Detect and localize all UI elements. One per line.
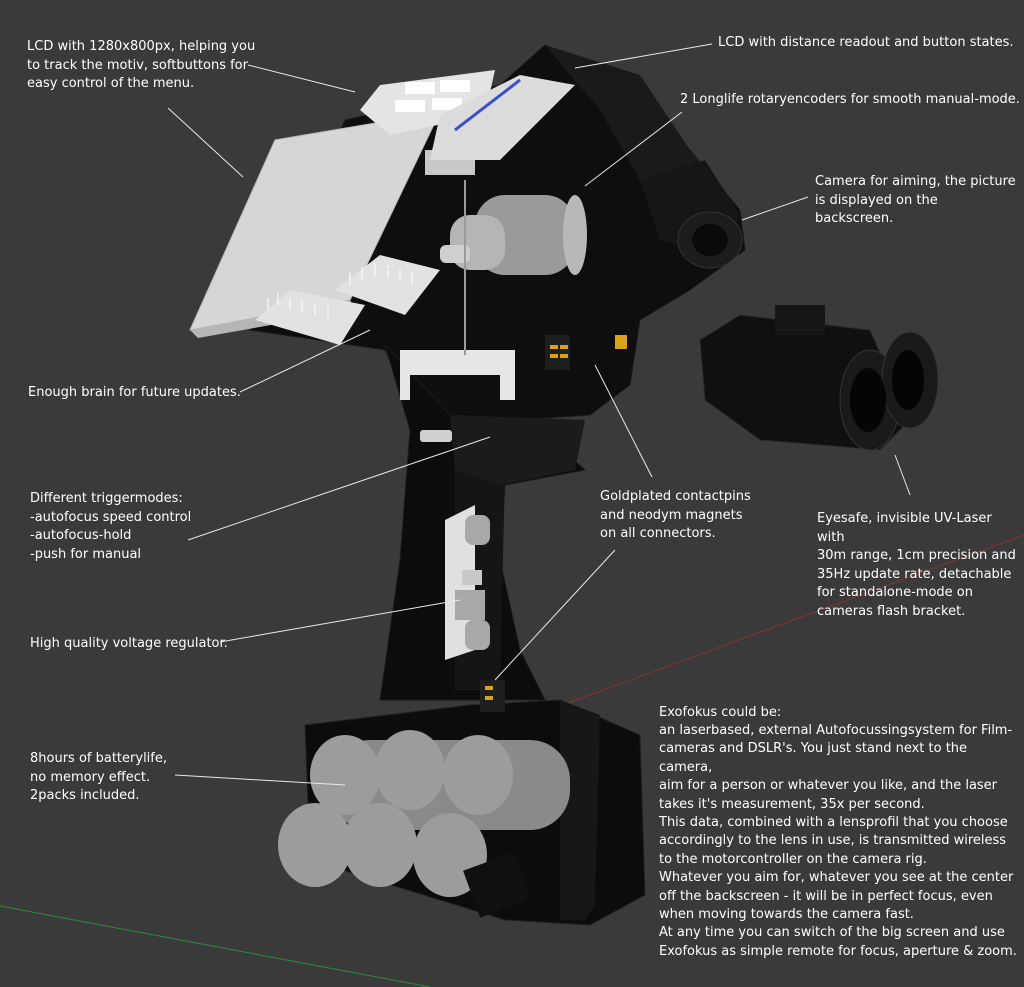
voltage-regulator — [445, 505, 490, 660]
label-regulator: High quality voltage regulator. — [30, 636, 228, 651]
label-brain: Enough brain for future updates. — [28, 385, 241, 400]
label-contactpins: Goldplated contactpins and neodym magnet… — [600, 489, 751, 541]
small-lcd — [430, 75, 575, 160]
internal-frame — [400, 180, 515, 442]
circuit-boards — [255, 255, 440, 345]
label-encoders: 2 Longlife rotaryencoders for smooth man… — [680, 92, 1020, 107]
aiming-camera — [677, 211, 743, 269]
label-battery: 8hours of batterylife, no memory effect.… — [30, 751, 167, 803]
label-camera: Camera for aiming, the picture is displa… — [815, 174, 1016, 226]
description-body: an laserbased, external Autofocussingsys… — [659, 723, 1017, 959]
laser-module — [699, 305, 939, 451]
gold-contacts — [480, 335, 627, 712]
label-laser: Eyesafe, invisible UV-Laser with 30m ran… — [817, 511, 1016, 619]
rotary-encoders — [440, 195, 587, 275]
ground-axis-green — [0, 905, 431, 987]
label-lcd-small: LCD with distance readout and button sta… — [718, 35, 1014, 50]
leader-lines — [167, 43, 911, 786]
description-heading: Exofokus could be: — [659, 705, 782, 720]
battery-packs — [278, 730, 570, 918]
label-triggermodes: Different triggermodes: -autofocus speed… — [30, 491, 192, 562]
ground-axis-red — [559, 534, 1024, 707]
label-lcd-main: LCD with 1280x800px, helping you to trac… — [27, 39, 256, 91]
